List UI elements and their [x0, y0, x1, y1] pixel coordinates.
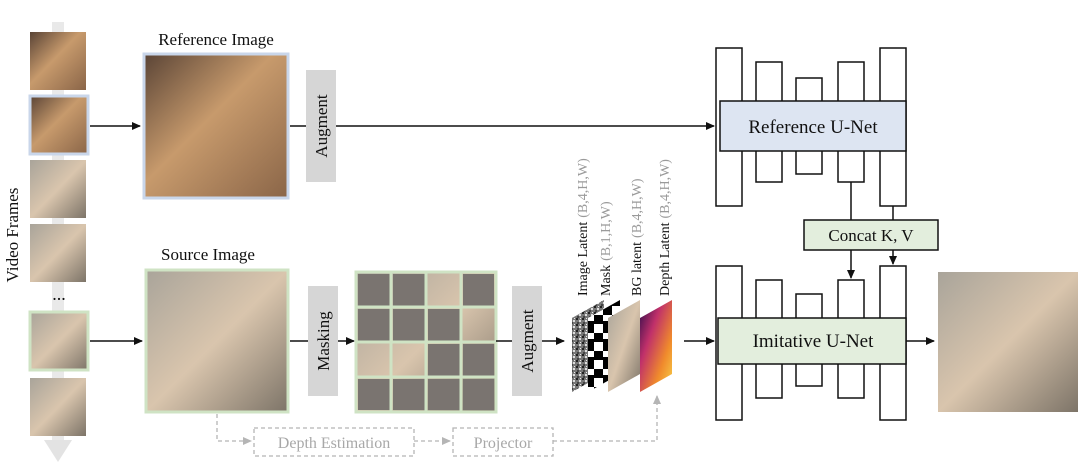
video-frame — [30, 32, 86, 90]
reference-unet — [715, 47, 907, 207]
video-frame — [28, 310, 90, 372]
depth-latent-slice — [640, 300, 672, 392]
augment-bottom-label: Augment — [518, 309, 537, 373]
video-frame — [30, 224, 86, 282]
video-frame — [28, 94, 90, 156]
latent-label-bg: BG latent(B,4,H,W) — [630, 178, 645, 296]
augment-top-box — [306, 70, 336, 182]
depth-path — [216, 395, 661, 457]
latent-stack — [572, 300, 672, 392]
reference-image — [142, 52, 290, 200]
imitative-unet-label: Imitative U-Net — [753, 331, 875, 352]
imitative-unet — [715, 265, 907, 421]
concat-box — [803, 219, 939, 251]
bg-latent-slice — [608, 300, 640, 392]
latent-label-image: Image Latent(B,4,H,W) — [576, 158, 591, 296]
depth-estimation-box — [253, 427, 415, 457]
source-image-title: Source Image — [161, 245, 255, 264]
augment-bottom-box — [512, 286, 542, 396]
depth-estimation-label: Depth Estimation — [278, 435, 390, 452]
video-frames-label: Video Frames — [3, 188, 22, 283]
masked-image — [354, 270, 498, 414]
frames-ellipsis: ... — [52, 284, 66, 304]
masking-label: Masking — [314, 311, 333, 371]
augment-top-label: Augment — [312, 94, 331, 158]
projector-box — [452, 427, 554, 457]
latent-label-mask: Mask(B,1,H,W) — [599, 201, 614, 296]
video-frame — [30, 160, 86, 218]
source-image — [144, 268, 290, 414]
reference-image-title: Reference Image — [158, 30, 274, 49]
video-frame-thumbnails — [28, 32, 90, 436]
output-image — [938, 272, 1078, 412]
video-frame — [30, 378, 86, 436]
concat-label: Concat K, V — [828, 226, 914, 245]
reference-unet-label: Reference U-Net — [748, 117, 878, 138]
projector-label: Projector — [474, 435, 533, 452]
masking-box — [308, 286, 338, 396]
latent-label-depth: Depth Latent(B,4,H,W) — [658, 159, 673, 296]
